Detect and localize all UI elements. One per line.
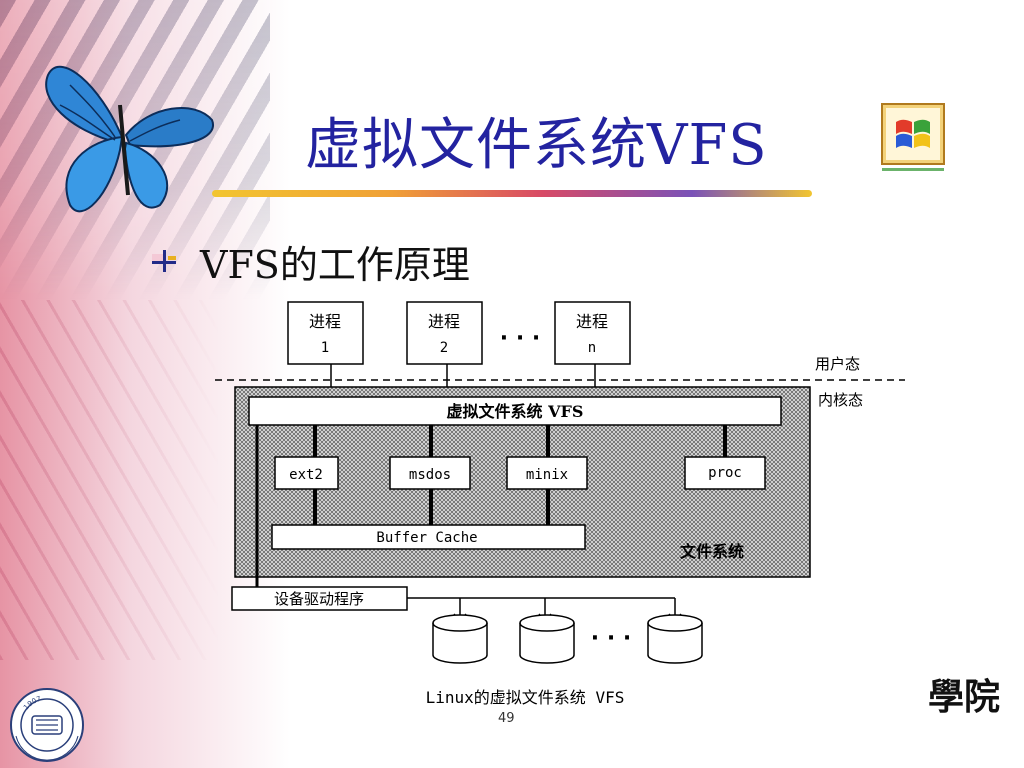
butterfly-icon (45, 65, 215, 213)
fs-box-proc (684, 456, 766, 490)
device-driver-label: 设备驱动程序 (274, 590, 364, 608)
fs-box-minix (506, 456, 588, 490)
process-n-line2: n (588, 340, 596, 356)
process-box-n: 进程 n (554, 301, 631, 365)
disk-n (647, 614, 703, 664)
buffer-cache-label: Buffer Cache (376, 530, 477, 546)
disk-1 (432, 614, 488, 664)
fs-label-msdos: msdos (409, 467, 451, 483)
windows-logo-icon (881, 103, 945, 171)
user-mode-label: 用户态 (815, 355, 860, 373)
diagram-caption: Linux的虚拟文件系统 VFS (426, 688, 625, 707)
title-underline-rule (212, 190, 812, 197)
process-box-2: 进程 2 (406, 301, 483, 365)
process-box-1: 进程 1 (287, 301, 364, 365)
fs-region-label: 文件系统 (680, 542, 744, 561)
fs-box-msdos (389, 456, 471, 490)
process-2-line2: 2 (440, 340, 448, 356)
kernel-mode-label: 内核态 (818, 391, 863, 409)
fs-label-proc: proc (708, 465, 742, 481)
disk-ellipsis: · · · (591, 626, 631, 651)
bullet-text: VFS的工作原理 (200, 243, 470, 287)
slide-title: 虚拟文件系统VFS (305, 113, 768, 178)
process-1-line1: 进程 (309, 312, 341, 331)
vfs-bar (248, 396, 782, 426)
page-number: 49 (498, 711, 515, 726)
process-2-line1: 进程 (428, 312, 460, 331)
bullet-cross-icon (152, 250, 176, 272)
process-n-line1: 进程 (576, 312, 608, 331)
buffer-cache-bar (271, 524, 586, 550)
fs-label-minix: minix (526, 467, 568, 483)
university-seal-logo: 1907 (10, 688, 84, 762)
process-1-line2: 1 (321, 340, 329, 356)
vfs-bar-label: 虚拟文件系统 VFS (447, 402, 584, 421)
fs-label-ext2: ext2 (289, 467, 323, 483)
disk-2 (519, 614, 575, 664)
process-ellipsis: · · · (500, 326, 540, 351)
vfs-architecture-diagram: 进程 1 进程 2 · · · 进程 n 用户态 内核态 虚拟文件系统 VFS … (215, 301, 905, 707)
fs-box-ext2 (274, 456, 339, 490)
school-mark: 學院 (928, 676, 1001, 718)
